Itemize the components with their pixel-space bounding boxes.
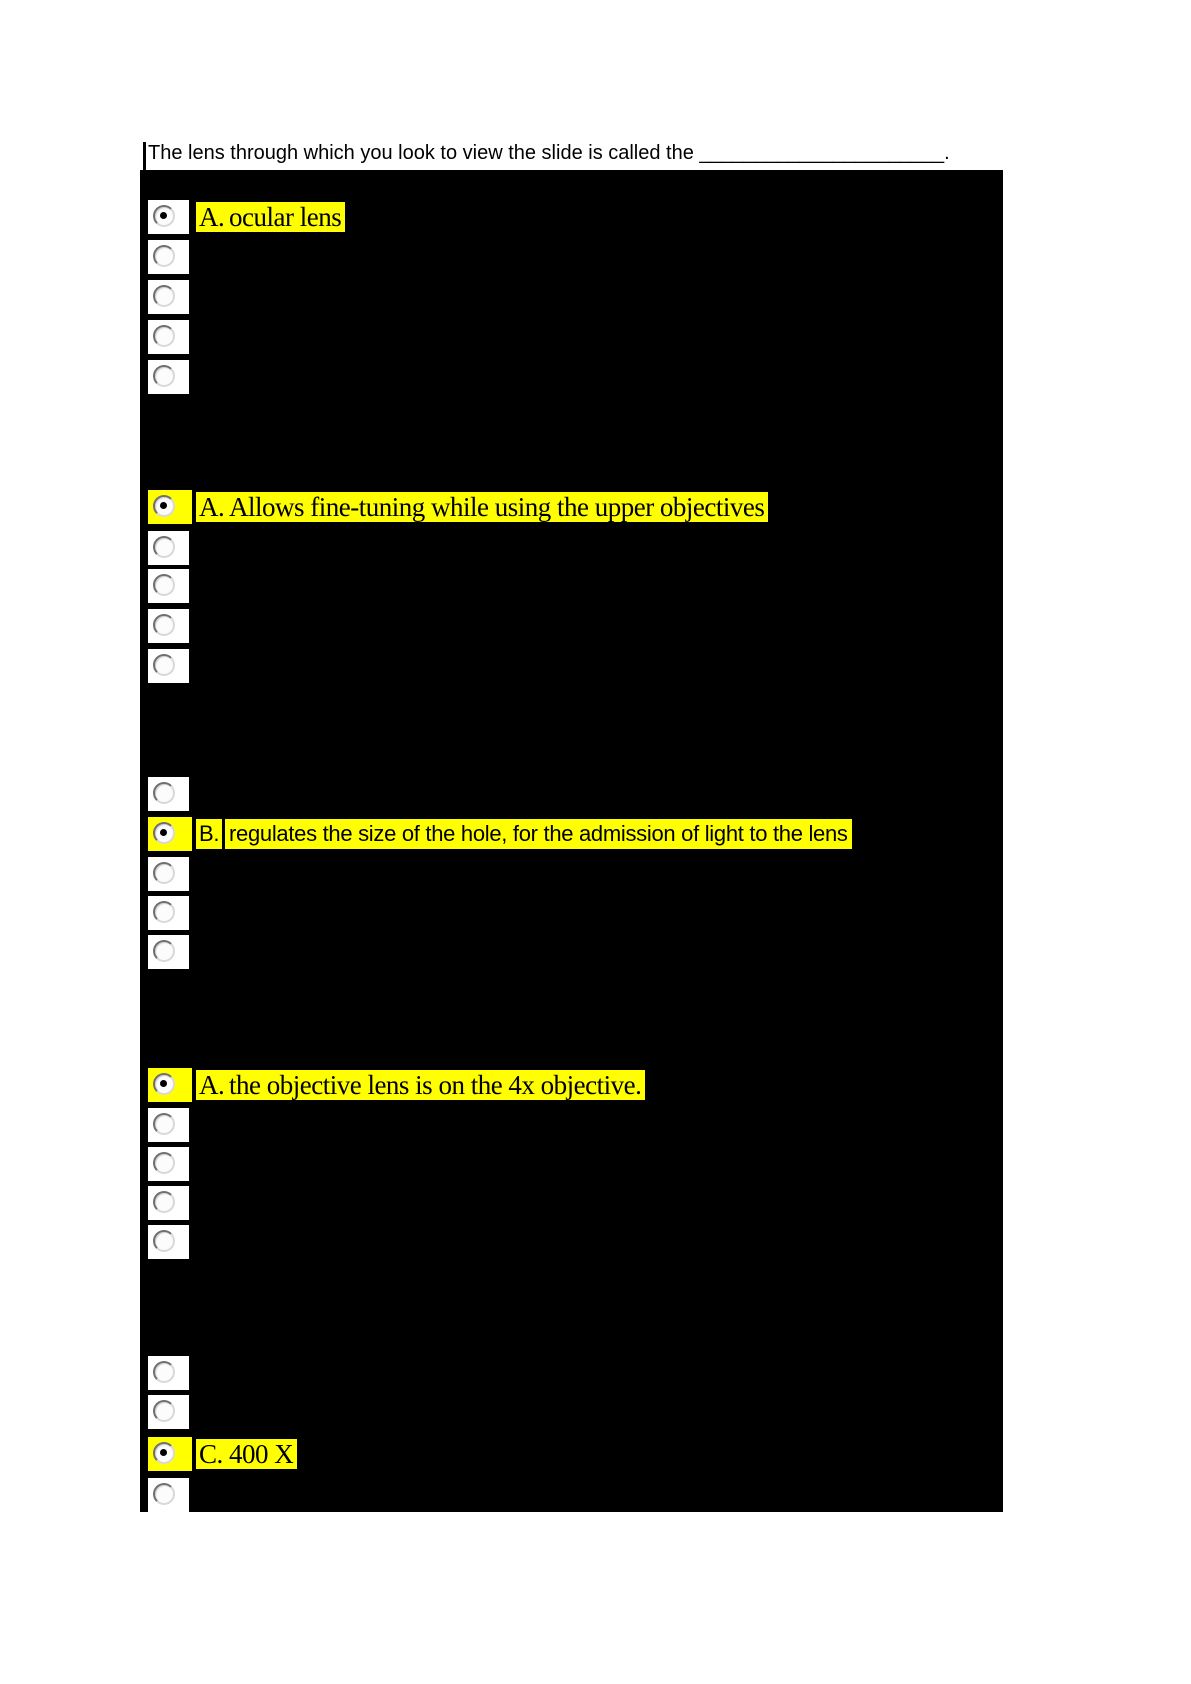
radio-icon <box>153 495 175 517</box>
radio-icon <box>153 1400 175 1422</box>
radio-option-row: B.regulates the size of the hole, for th… <box>140 817 1003 851</box>
radio-dot <box>160 1449 167 1456</box>
radio-option-row <box>140 320 1003 354</box>
radio-icon <box>153 862 175 884</box>
radio-option-row: A.Allows fine-tuning while using the upp… <box>140 490 1003 524</box>
radio-button[interactable] <box>148 200 189 234</box>
radio-button[interactable] <box>148 490 192 524</box>
radio-icon <box>153 654 175 676</box>
radio-button[interactable] <box>148 896 189 930</box>
question-blank: ______________________ <box>699 142 945 164</box>
radio-icon <box>153 901 175 923</box>
radio-button[interactable] <box>148 649 189 683</box>
radio-option-row <box>140 1356 1003 1390</box>
radio-button[interactable] <box>148 360 189 394</box>
radio-option-row: C.400 X <box>140 1437 1003 1471</box>
radio-icon <box>153 245 175 267</box>
radio-icon <box>153 822 175 844</box>
radio-button[interactable] <box>148 1147 189 1181</box>
radio-option-row <box>140 896 1003 930</box>
radio-button[interactable] <box>148 1225 189 1259</box>
radio-button[interactable] <box>148 531 189 565</box>
radio-option-row <box>140 1225 1003 1259</box>
text-cursor <box>143 142 146 170</box>
radio-option-row <box>140 1478 1003 1512</box>
option-text: 400 X <box>225 1439 298 1469</box>
radio-icon <box>153 1191 175 1213</box>
radio-icon <box>153 536 175 558</box>
radio-button[interactable] <box>148 569 189 603</box>
option-letter: A. <box>196 492 228 522</box>
radio-dot <box>160 1080 167 1087</box>
radio-icon <box>153 1483 175 1505</box>
option-text: Allows fine-tuning while using the upper… <box>225 492 769 522</box>
radio-button[interactable] <box>148 280 189 314</box>
radio-option-row: A.ocular lens <box>140 200 1003 234</box>
radio-button[interactable] <box>148 609 189 643</box>
radio-button[interactable] <box>148 240 189 274</box>
radio-option-row <box>140 857 1003 891</box>
radio-icon <box>153 1442 175 1464</box>
option-letter: C. <box>196 1439 226 1469</box>
radio-button[interactable] <box>148 857 189 891</box>
question-line: The lens through which you look to view … <box>148 141 950 165</box>
radio-button[interactable] <box>148 1108 189 1142</box>
radio-button[interactable] <box>148 320 189 354</box>
radio-button[interactable] <box>148 1186 189 1220</box>
radio-option-row <box>140 1186 1003 1220</box>
radio-button[interactable] <box>148 1068 192 1102</box>
option-text: regulates the size of the hole, for the … <box>225 819 852 849</box>
radio-dot <box>160 212 167 219</box>
radio-option-row <box>140 531 1003 565</box>
radio-button[interactable] <box>148 1437 192 1471</box>
radio-button[interactable] <box>148 935 189 969</box>
radio-icon <box>153 782 175 804</box>
radio-button[interactable] <box>148 1478 189 1512</box>
option-letter: B. <box>196 819 223 849</box>
radio-option-row <box>140 777 1003 811</box>
radio-button[interactable] <box>148 1395 189 1429</box>
radio-button[interactable] <box>148 1356 189 1390</box>
radio-icon <box>153 285 175 307</box>
radio-button[interactable] <box>148 777 189 811</box>
radio-icon <box>153 1230 175 1252</box>
question-period: . <box>944 142 950 164</box>
option-text: the objective lens is on the 4x objectiv… <box>225 1070 646 1100</box>
radio-option-row <box>140 649 1003 683</box>
option-text: ocular lens <box>225 202 346 232</box>
radio-icon <box>153 574 175 596</box>
radio-icon <box>153 1152 175 1174</box>
question-text: The lens through which you look to view … <box>148 142 700 164</box>
radio-option-row <box>140 1395 1003 1429</box>
radio-icon <box>153 1361 175 1383</box>
radio-icon <box>153 365 175 387</box>
radio-dot <box>160 829 167 836</box>
radio-icon <box>153 614 175 636</box>
option-letter: A. <box>196 202 228 232</box>
radio-option-row: A.the objective lens is on the 4x object… <box>140 1068 1003 1102</box>
radio-button[interactable] <box>148 817 192 851</box>
radio-icon <box>153 940 175 962</box>
radio-option-row <box>140 240 1003 274</box>
radio-option-row <box>140 609 1003 643</box>
radio-icon <box>153 1073 175 1095</box>
radio-icon <box>153 325 175 347</box>
radio-icon <box>153 205 175 227</box>
radio-option-row <box>140 569 1003 603</box>
option-letter: A. <box>196 1070 228 1100</box>
radio-option-row <box>140 935 1003 969</box>
radio-icon <box>153 1113 175 1135</box>
radio-option-row <box>140 280 1003 314</box>
radio-option-row <box>140 360 1003 394</box>
radio-dot <box>160 502 167 509</box>
radio-option-row <box>140 1108 1003 1142</box>
radio-option-row <box>140 1147 1003 1181</box>
